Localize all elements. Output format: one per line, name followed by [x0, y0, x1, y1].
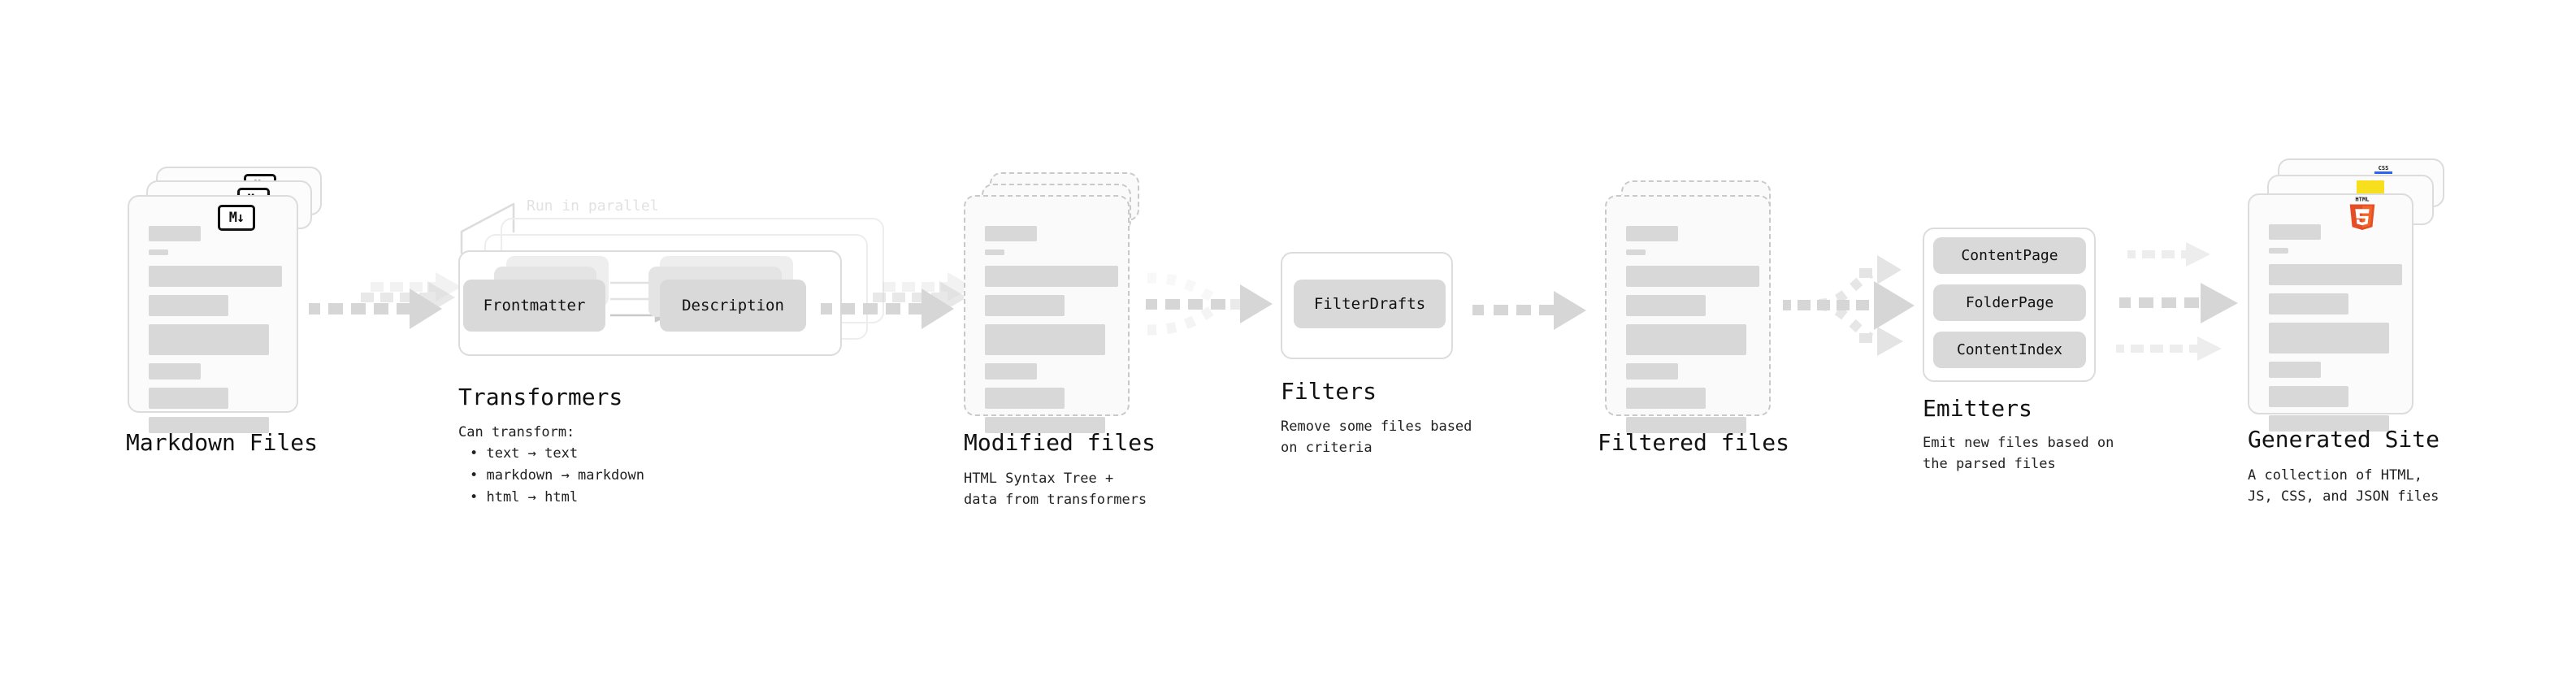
doc-line	[149, 417, 269, 433]
filterdrafts-pill[interactable]: FilterDrafts	[1294, 280, 1446, 328]
doc-line	[149, 388, 228, 409]
bullet-item: • html → html	[470, 489, 579, 506]
doc-line	[149, 226, 201, 241]
doc-line	[2269, 323, 2389, 354]
bullet-item: • markdown → markdown	[470, 467, 644, 484]
transformers-title: Transformers	[458, 384, 623, 410]
frontmatter-pill[interactable]: Frontmatter	[463, 280, 605, 332]
doc-line	[985, 226, 1037, 241]
site-doc-lines	[2269, 224, 2402, 440]
markdown-doc-lines	[149, 226, 282, 441]
contentindex-pill[interactable]: ContentIndex	[1933, 332, 2086, 368]
doc-line	[149, 249, 168, 255]
transformers-bullets: • text → text • markdown → markdown • ht…	[470, 443, 644, 510]
doc-line	[2269, 386, 2348, 407]
markdown-files-title: Markdown Files	[126, 429, 319, 456]
doc-line	[2269, 293, 2348, 314]
doc-line	[2269, 415, 2389, 432]
doc-line	[1626, 388, 1706, 409]
doc-line	[985, 295, 1065, 316]
doc-line	[1626, 324, 1746, 355]
modified-document-card	[964, 195, 1130, 433]
svg-text:HTML: HTML	[2355, 196, 2370, 203]
modified-files-title: Modified files	[964, 429, 1156, 456]
doc-line	[149, 363, 201, 380]
connector-emitters-to-site	[2116, 242, 2238, 361]
connector-filters-to-filtered	[1472, 291, 1586, 330]
generated-site-title: Generated Site	[2248, 426, 2440, 453]
doc-line	[149, 266, 282, 287]
run-in-parallel-label: Run in parallel	[527, 197, 659, 215]
connector-modified-to-filters	[1146, 272, 1273, 336]
doc-line	[2269, 248, 2288, 254]
generated-site-subtitle: A collection of HTML, JS, CSS, and JSON …	[2248, 467, 2439, 505]
doc-line	[1626, 417, 1746, 433]
doc-line	[2269, 224, 2321, 240]
description-pill[interactable]: Description	[660, 280, 806, 332]
doc-line	[1626, 226, 1678, 241]
site-document-card	[2248, 193, 2413, 432]
doc-line	[985, 363, 1037, 380]
doc-line	[1626, 295, 1706, 316]
modified-files-subtitle: HTML Syntax Tree + data from transformer…	[964, 471, 1147, 509]
doc-line	[2269, 362, 2321, 378]
filtered-files-title: Filtered files	[1598, 429, 1790, 456]
doc-line	[149, 295, 228, 316]
emitters-title: Emitters	[1923, 395, 2032, 422]
js-icon	[2357, 180, 2384, 197]
doc-line	[149, 324, 269, 355]
connector-filtered-to-emitters	[1783, 255, 1915, 356]
emitters-subtitle: Emit new files based on the parsed files	[1923, 435, 2114, 473]
connector-md-to-transformers	[309, 272, 462, 329]
html5-icon: HTML	[2349, 196, 2375, 231]
doc-line	[985, 249, 1004, 255]
doc-line	[985, 417, 1105, 433]
markdown-icon: M↓	[218, 205, 255, 231]
doc-line	[1626, 266, 1759, 287]
modified-doc-lines	[985, 226, 1118, 441]
connector-transformers-to-modified	[821, 272, 974, 329]
bullet-item: • text → text	[470, 445, 579, 462]
doc-line	[1626, 363, 1678, 380]
filters-subtitle: Remove some files based on criteria	[1281, 419, 1472, 457]
folderpage-pill[interactable]: FolderPage	[1933, 284, 2086, 321]
markdown-document-card	[128, 195, 298, 433]
filtered-document-card	[1605, 195, 1771, 433]
css-icon: CSS	[2374, 165, 2392, 174]
filters-title: Filters	[1281, 378, 1377, 405]
transformers-subtitle: Can transform:	[458, 424, 575, 440]
doc-line	[985, 324, 1105, 355]
filtered-doc-lines	[1626, 226, 1759, 441]
doc-line	[985, 266, 1118, 287]
doc-line	[985, 388, 1065, 409]
svg-text:CSS: CSS	[2379, 165, 2389, 171]
doc-line	[2269, 264, 2402, 285]
contentpage-pill[interactable]: ContentPage	[1933, 237, 2086, 274]
doc-line	[1626, 249, 1646, 255]
